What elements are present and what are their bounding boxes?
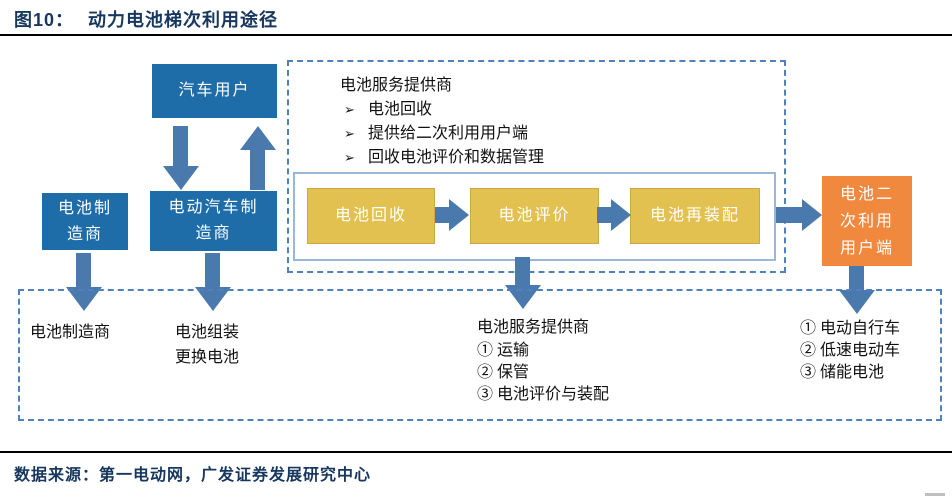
arrow-right-evaluate-to-reassemble-icon: [597, 199, 631, 231]
data-source-line: 数据来源：第一电动网，广发证券发展研究中心: [14, 467, 372, 484]
node-battery-evaluation: 电池评价: [470, 188, 599, 244]
node-car-user-label: 汽车用户: [178, 82, 251, 99]
arrow-right-recycle-to-evaluate-icon: [435, 199, 469, 231]
bottom-service-group: 电池服务提供商 ① 运输 ② 保管 ③ 电池评价与装配: [477, 316, 609, 406]
node-battery-recycling-label: 电池回收: [334, 207, 407, 224]
bottom-secondary-item: ② 低速电动车: [800, 342, 901, 359]
node-battery-reassembly-label: 电池再装配: [649, 207, 740, 224]
top-divider: [0, 34, 952, 36]
bottom-divider: [0, 451, 952, 453]
node-ev-manufacturer-line2: 造商: [195, 225, 232, 242]
bullet-label: 回收电池评价和数据管理: [368, 149, 545, 166]
arrow-down-secondary-user-icon: [839, 266, 875, 314]
bottom-secondary-item: ③ 储能电池: [800, 364, 885, 381]
figure-title: 图10： 动力电池梯次利用途径: [14, 6, 278, 32]
bottom-service-title: 电池服务提供商: [477, 319, 590, 336]
bullet-label: 电池回收: [368, 101, 433, 118]
service-provider-dashed-box: [287, 60, 786, 273]
bottom-service-item: ② 保管: [477, 364, 530, 381]
node-secondary-user-line3: 用户端: [839, 239, 894, 257]
node-car-user: 汽车用户: [152, 64, 277, 118]
bullet-item: ➢ 电池回收: [344, 98, 544, 122]
bottom-ev-note: 电池组装 更换电池: [175, 320, 239, 370]
node-battery-manufacturer-line2: 造商: [66, 225, 103, 243]
node-secondary-user: 电池二 次利用 用户端: [822, 176, 912, 266]
arrow-up-ev-to-car-icon: [240, 126, 276, 190]
figure-label: 图10：: [14, 10, 75, 30]
bottom-service-item: ① 运输: [477, 342, 530, 359]
node-battery-manufacturer-line1: 电池制: [57, 199, 112, 217]
service-provider-title: 电池服务提供商: [340, 77, 453, 94]
service-provider-bullets: ➢ 电池回收 ➢ 提供给二次利用用户端 ➢ 回收电池评价和数据管理: [344, 98, 544, 170]
node-battery-manufacturer: 电池制 造商: [42, 193, 128, 250]
bullet-arrow-icon: ➢: [344, 126, 355, 141]
bullet-arrow-icon: ➢: [344, 150, 355, 165]
bottom-secondary-group: ① 电动自行车 ② 低速电动车 ③ 储能电池: [800, 318, 900, 384]
bullet-arrow-icon: ➢: [344, 102, 355, 117]
node-ev-manufacturer-line1: 电动汽车制: [168, 199, 259, 216]
node-ev-manufacturer: 电动汽车制 造商: [150, 191, 277, 251]
arrow-down-battery-manufacturer-icon: [66, 253, 102, 311]
node-battery-evaluation-label: 电池评价: [498, 207, 571, 224]
node-battery-recycling: 电池回收: [307, 188, 435, 244]
bullet-item: ➢ 回收电池评价和数据管理: [344, 146, 544, 170]
bottom-battery-manufacturer-label: 电池制造商: [30, 324, 111, 341]
figure-title-text: 动力电池梯次利用途径: [88, 10, 279, 30]
node-secondary-user-line2: 次利用: [839, 212, 894, 230]
arrow-right-to-secondary-user-icon: [776, 199, 822, 231]
node-battery-reassembly: 电池再装配: [630, 188, 760, 244]
arrow-down-ev-manufacturer-icon: [195, 253, 231, 311]
bottom-ev-note-line1: 电池组装: [175, 324, 240, 341]
bottom-secondary-item: ① 电动自行车: [800, 320, 901, 337]
bullet-item: ➢ 提供给二次利用用户端: [344, 122, 544, 146]
bottom-ev-note-line2: 更换电池: [175, 349, 240, 366]
bottom-service-item: ③ 电池评价与装配: [477, 386, 610, 403]
arrow-down-car-to-ev-icon: [163, 126, 199, 190]
bottom-roles-dashed-box: [18, 289, 942, 421]
bullet-label: 提供给二次利用用户端: [368, 125, 529, 142]
node-secondary-user-line1: 电池二: [839, 185, 894, 203]
corner-artifact-mark: [925, 493, 945, 496]
